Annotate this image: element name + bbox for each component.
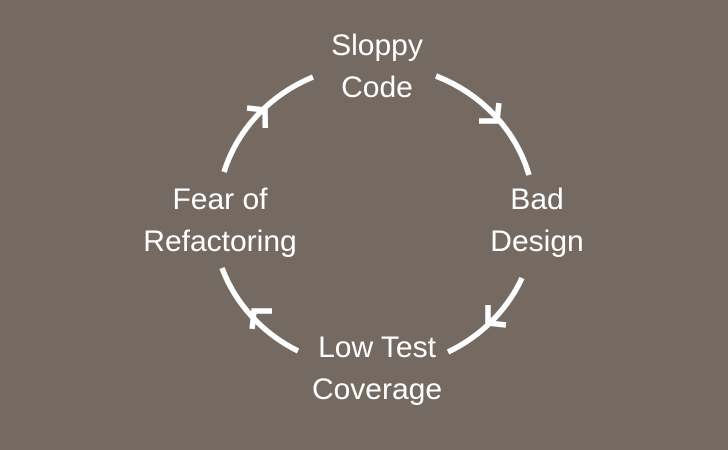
node-low-test-coverage-line2: Coverage bbox=[311, 373, 443, 406]
edge-bad-to-lowtest-arc bbox=[446, 276, 525, 355]
node-fear-of-refactoring: Fear of Refactoring bbox=[143, 179, 296, 263]
node-bad-design-line1: Bad bbox=[510, 183, 564, 216]
edge-bad-to-lowtest-arrowhead-icon bbox=[485, 305, 507, 328]
node-fear-of-refactoring-line2: Refactoring bbox=[143, 225, 297, 258]
node-bad-design-line2: Design bbox=[490, 225, 584, 258]
node-sloppy-code: Sloppy Code bbox=[331, 25, 423, 109]
node-low-test-coverage-line1: Low Test bbox=[318, 331, 436, 364]
node-bad-design: Bad Design bbox=[490, 179, 583, 263]
edge-sloppy-to-bad-arc bbox=[435, 73, 532, 176]
edge-lowtest-to-fear-arrowhead-icon bbox=[249, 308, 272, 330]
node-fear-of-refactoring-line1: Fear of bbox=[172, 183, 268, 216]
edge-sloppy-to-bad-arrowhead-icon bbox=[479, 102, 502, 124]
edge-fear-to-sloppy-arrowhead-icon bbox=[246, 105, 269, 129]
edge-fear-to-sloppy-arc bbox=[221, 74, 315, 173]
node-sloppy-code-line1: Sloppy bbox=[331, 29, 423, 62]
node-low-test-coverage: Low Test Coverage bbox=[312, 327, 442, 411]
node-sloppy-code-line2: Code bbox=[341, 71, 413, 104]
